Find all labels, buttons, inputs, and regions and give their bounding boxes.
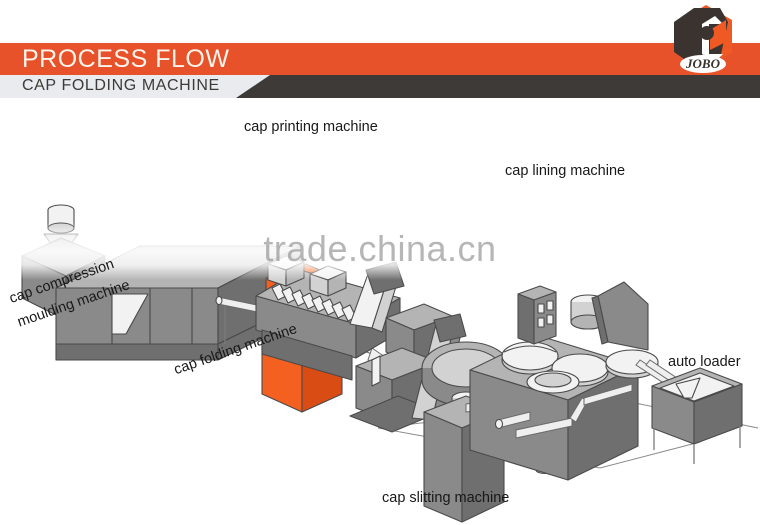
printing-rollers xyxy=(271,283,357,322)
page-title: PROCESS FLOW xyxy=(22,45,230,73)
process-flow-diagram: .ol { stroke:#4a4a4a; stroke-width:1.1; … xyxy=(0,98,760,525)
label-cap-lining-machine: cap lining machine xyxy=(505,163,626,179)
chute-notch xyxy=(111,293,149,335)
lining-transfer-disc xyxy=(526,370,580,394)
printing-skirt xyxy=(261,329,353,381)
lining-cover-panel xyxy=(591,281,649,351)
cabinet-windows xyxy=(537,300,554,328)
jobo-logo: JOBO xyxy=(664,2,742,80)
lining-rotary-table-1 xyxy=(501,341,559,375)
logo-wordmark-plate xyxy=(680,55,726,73)
header-orange-bar xyxy=(0,43,760,75)
lining-front-outlet xyxy=(494,411,531,430)
hopper xyxy=(47,204,75,234)
page-subtitle: CAP FOLDING MACHINE xyxy=(22,77,220,94)
lining-return-pipe xyxy=(515,383,633,439)
auto-loader xyxy=(651,367,743,464)
label-auto-loader: auto loader xyxy=(668,354,741,370)
cap-lining-machine xyxy=(469,281,693,481)
label-cap-printing-machine: cap printing machine xyxy=(244,119,378,135)
header-dark-wedge xyxy=(236,75,760,98)
label-cap-slitting-machine: cap slitting machine xyxy=(382,490,510,506)
loader-legs xyxy=(653,426,741,464)
loader-funnel xyxy=(675,377,701,399)
logo-wordmark: JOBO xyxy=(685,56,721,71)
lining-control-cabinet xyxy=(517,285,557,345)
logo-dot xyxy=(700,26,714,40)
logo-orange-arrow xyxy=(710,20,726,50)
header-banner xyxy=(0,43,760,98)
loader-side xyxy=(693,383,743,445)
